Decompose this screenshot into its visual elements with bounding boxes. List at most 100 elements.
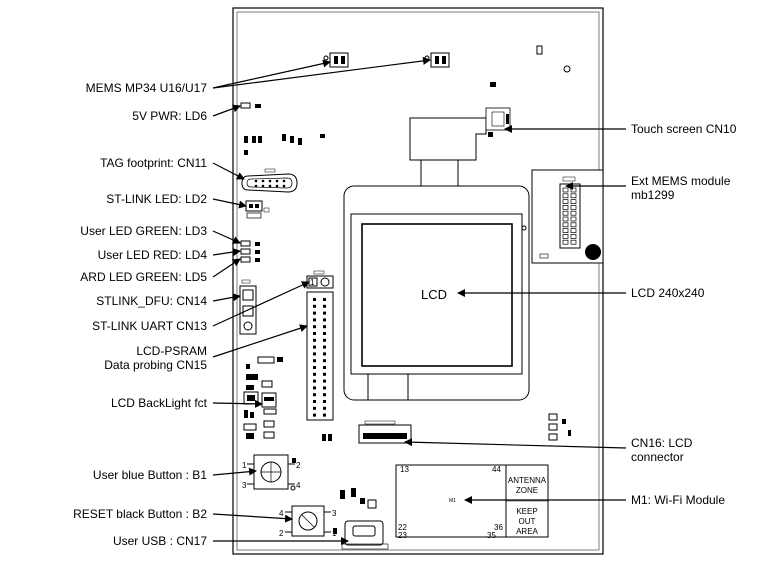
keep-out-line1: KEEP bbox=[516, 507, 537, 516]
cn15-pin bbox=[323, 406, 326, 410]
label-lcd-connector: CN16: LCD connector bbox=[631, 436, 693, 464]
small-component bbox=[490, 82, 496, 87]
antenna-zone-line1: ANTENNA bbox=[508, 476, 547, 485]
b2-pin2: 2 bbox=[279, 529, 284, 538]
cn13-pin1: 1 bbox=[310, 278, 315, 287]
label-stlink-led: ST-LINK LED: LD2 bbox=[106, 192, 207, 206]
cn15-pin bbox=[313, 359, 316, 363]
wifi-pin23: 23 bbox=[398, 531, 407, 540]
cn15-pin bbox=[313, 298, 316, 301]
wifi-m1-marker: M1 bbox=[449, 498, 456, 504]
label-mems-mp34: MEMS MP34 U16/U17 bbox=[85, 81, 207, 95]
user-usb-cn17 bbox=[341, 520, 389, 550]
cn15-pin bbox=[323, 386, 326, 390]
mems-connector-pin bbox=[570, 193, 577, 199]
mems-u16 bbox=[323, 52, 349, 68]
cn15-pin bbox=[313, 332, 316, 335]
mems-connector-pin bbox=[562, 216, 569, 222]
cn15-pin bbox=[313, 386, 316, 390]
cn15-pin bbox=[313, 379, 316, 383]
mems-connector-pin bbox=[562, 199, 569, 204]
lcd-psram-cn15 bbox=[306, 291, 334, 421]
mems-connector-pin bbox=[570, 187, 577, 193]
cn15-pin bbox=[323, 318, 326, 322]
passives-cluster bbox=[244, 134, 325, 155]
label-wifi-module: M1: Wi-Fi Module bbox=[631, 493, 726, 507]
mems-connector-pin bbox=[570, 216, 577, 222]
label-user-blue-button: User blue Button : B1 bbox=[92, 468, 207, 482]
cn15-pin bbox=[323, 359, 326, 363]
mems-connector-pin bbox=[570, 239, 577, 245]
cn15-pin bbox=[313, 311, 316, 315]
cn15-pin bbox=[323, 338, 326, 342]
leds-ld3-ld4-ld5 bbox=[240, 240, 260, 263]
cn15-pin bbox=[313, 393, 316, 397]
cn15-pin bbox=[313, 338, 316, 342]
cn15-pin bbox=[323, 379, 326, 383]
b1-pin1: 1 bbox=[242, 461, 247, 470]
mems-connector-pin bbox=[562, 210, 569, 216]
usb-passives bbox=[333, 488, 377, 534]
keep-out-line3: AREA bbox=[516, 527, 538, 536]
label-5v-pwr: 5V PWR: LD6 bbox=[132, 109, 207, 123]
cn15-pin bbox=[323, 345, 326, 349]
cn15-pin bbox=[323, 413, 326, 417]
cn15-pin bbox=[313, 318, 316, 322]
antenna-zone-line2: ZONE bbox=[516, 486, 538, 495]
cn15-pin bbox=[323, 400, 326, 403]
wifi-pin35: 35 bbox=[487, 531, 496, 540]
label-lcd-psram: LCD-PSRAM Data probing CN15 bbox=[104, 344, 207, 372]
mems-connector-pin bbox=[562, 239, 569, 245]
cn15-pin bbox=[323, 298, 326, 301]
cn15-pin bbox=[313, 413, 316, 417]
label-stlink-uart: ST-LINK UART CN13 bbox=[92, 319, 207, 333]
label-tag-footprint: TAG footprint: CN11 bbox=[100, 156, 207, 170]
mems-connector-pin bbox=[570, 210, 577, 216]
label-user-usb: User USB : CN17 bbox=[112, 534, 207, 548]
cn15-pin bbox=[323, 372, 326, 376]
cn15-pin bbox=[323, 325, 326, 329]
small-component bbox=[536, 45, 543, 55]
keep-out-line2: OUT bbox=[519, 517, 536, 526]
misc-passives bbox=[246, 356, 283, 390]
cn15-pin bbox=[323, 311, 326, 315]
wifi-pin22: 22 bbox=[398, 523, 407, 532]
test-point bbox=[521, 225, 527, 231]
led-ld6 bbox=[240, 102, 261, 109]
mems-connector-pin bbox=[570, 228, 577, 233]
mems-connector-pin bbox=[570, 234, 577, 239]
mems-connector-pin bbox=[562, 234, 569, 239]
label-lcd-size: LCD 240x240 bbox=[631, 286, 705, 300]
mems-connector-pin bbox=[570, 222, 577, 228]
tag-footprint-cn11 bbox=[241, 168, 298, 193]
b1-pin3: 3 bbox=[242, 481, 247, 490]
wifi-pin44: 44 bbox=[492, 465, 501, 474]
mems-connector-pin bbox=[562, 222, 569, 228]
mounting-hole bbox=[585, 244, 601, 260]
mems-connector-pin bbox=[562, 205, 569, 210]
cn15-pin bbox=[323, 393, 326, 397]
label-lcd-backlight: LCD BackLight fct bbox=[110, 396, 207, 410]
mems-u17 bbox=[424, 52, 450, 68]
cn15-pin bbox=[313, 352, 316, 356]
lcd-connector-cn16 bbox=[358, 420, 412, 444]
cn15-pin bbox=[323, 332, 326, 335]
cn15-pin bbox=[313, 406, 316, 410]
callout-lines bbox=[212, 56, 627, 545]
cn15-pin bbox=[323, 366, 326, 369]
cn15-pin bbox=[313, 400, 316, 403]
b2-pin3: 3 bbox=[332, 509, 337, 518]
board-inner-outline bbox=[236, 11, 600, 551]
wifi-module-m1: 13 44 22 23 36 35 M1 ANTENNA ZONE KEEP O… bbox=[395, 464, 549, 540]
right-passives bbox=[548, 413, 571, 441]
cn15-pin bbox=[313, 304, 316, 308]
label-user-led-green: User LED GREEN: LD3 bbox=[80, 224, 207, 238]
cn15-pin bbox=[313, 372, 316, 376]
label-ext-mems: Ext MEMS module mb1299 bbox=[631, 174, 731, 202]
b1-pin4: 4 bbox=[296, 481, 301, 490]
cn15-pin bbox=[313, 345, 316, 349]
label-touch-screen: Touch screen CN10 bbox=[631, 122, 737, 136]
cn15-pin bbox=[323, 352, 326, 356]
wifi-pin36: 36 bbox=[494, 523, 503, 532]
b1-pin2: 2 bbox=[296, 461, 301, 470]
